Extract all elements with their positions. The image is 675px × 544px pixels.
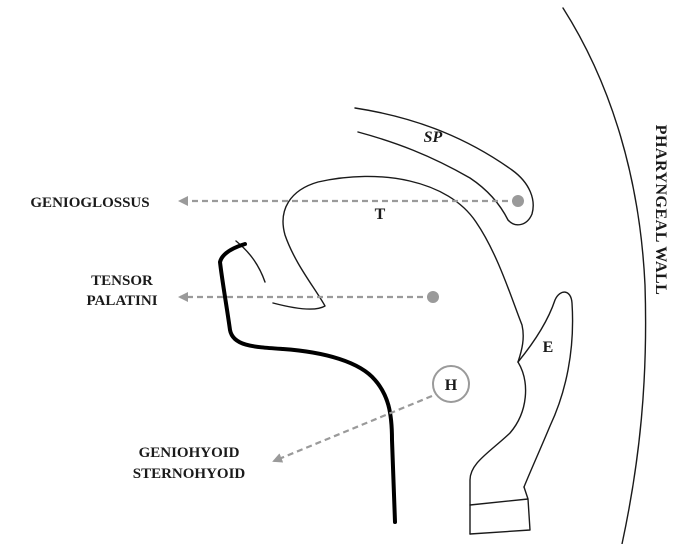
genioglossus-label: GENIOGLOSSUS: [30, 195, 149, 211]
hyoid-label: H: [445, 377, 458, 394]
geniohyoid-label: GENIOHYOID: [139, 445, 240, 461]
tensor-palatini-label-line1: TENSOR: [91, 273, 153, 289]
epiglottis-label: E: [543, 339, 554, 356]
larynx-base: [470, 487, 530, 534]
tongue-outline-main: [273, 176, 523, 362]
geniohyoid-arrow: [274, 396, 432, 461]
larynx-outline: [470, 362, 526, 534]
sternohyoid-label: STERNOHYOID: [133, 466, 246, 482]
pharyngeal-wall-label: PHARYNGEAL WALL: [652, 125, 669, 296]
tensor-palatini-label-line2: PALATINI: [86, 293, 157, 309]
anterior-neck-outline: [220, 244, 395, 522]
soft-palate-label: SP: [424, 129, 443, 146]
tensor-palatini-origin-dot: [427, 291, 439, 303]
tongue-label: T: [375, 206, 386, 223]
pharyngeal-wall-outline: [563, 8, 646, 544]
genioglossus-origin-dot: [512, 195, 524, 207]
